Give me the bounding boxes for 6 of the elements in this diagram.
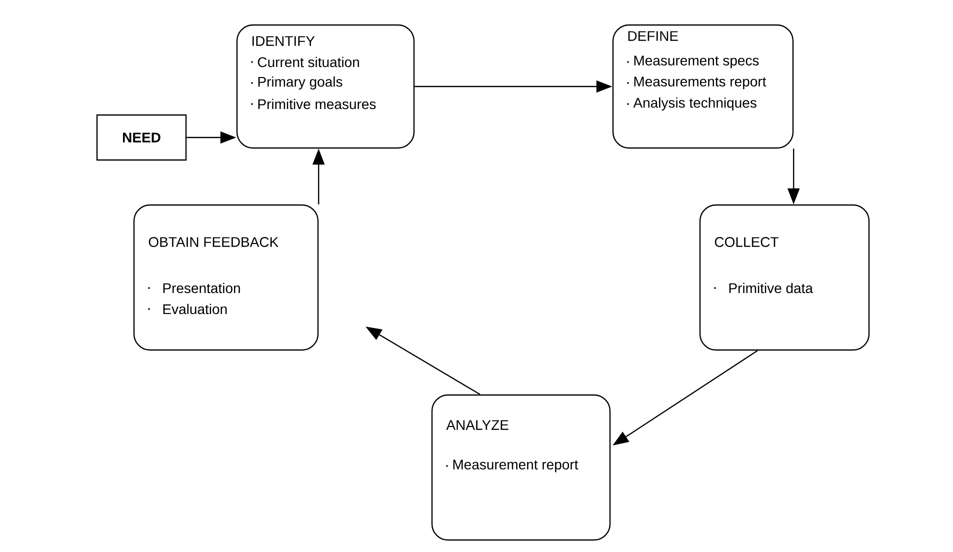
process-box: IDENTIFY Current situation Primary goals Primitive measures xyxy=(236,24,415,149)
process-box: DEFINE Measurement specs Measurements report Analysis techniques xyxy=(612,24,794,149)
process-box: OBTAIN FEEDBACK Presentation Evaluation xyxy=(133,204,319,351)
process-box: NEED xyxy=(96,114,187,161)
process-box: COLLECT Primitive data xyxy=(699,204,870,351)
process-box: ANALYZE Measurement report xyxy=(431,394,611,541)
